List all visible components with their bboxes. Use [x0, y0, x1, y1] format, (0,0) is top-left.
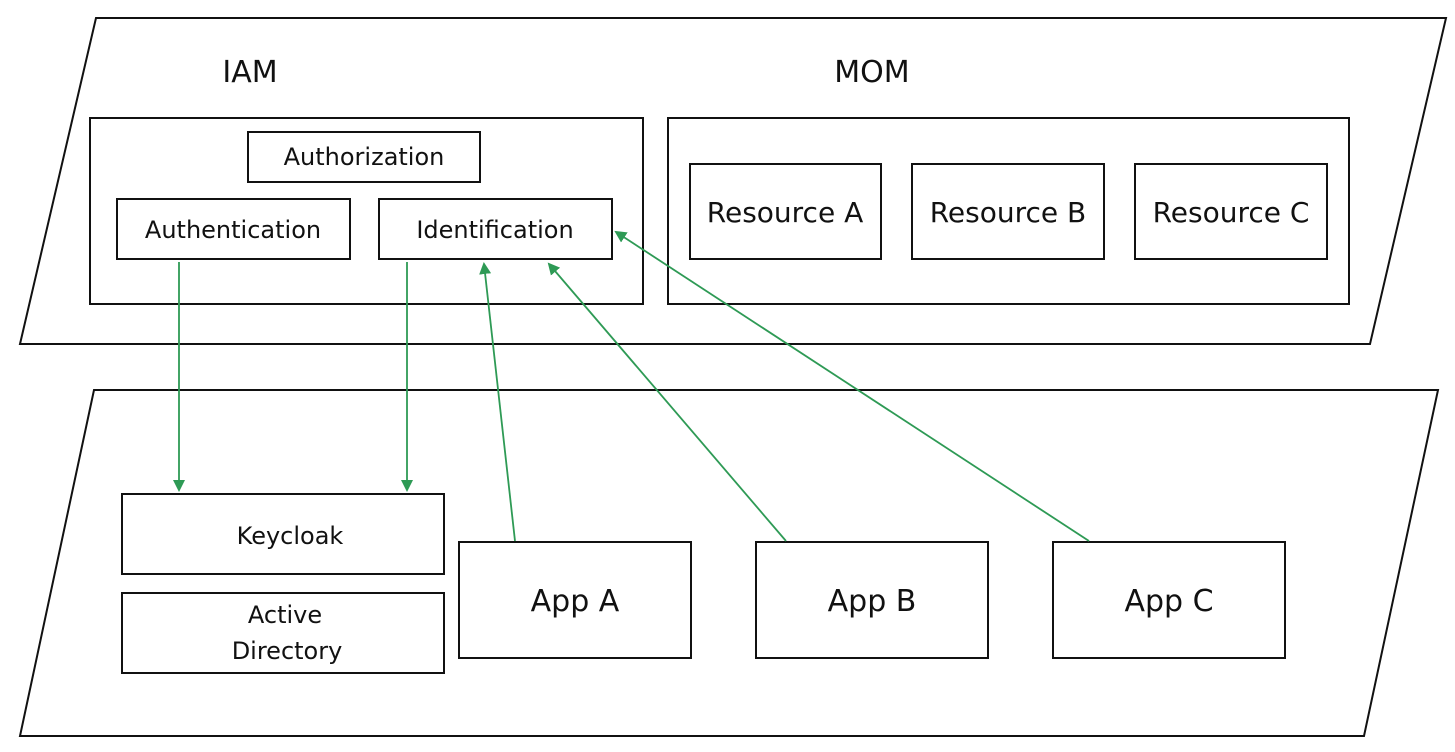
app-b-box: App B — [755, 541, 989, 659]
resource-a-box: Resource A — [689, 163, 882, 260]
arrow-app-c-to-identification — [614, 230, 1090, 542]
resource-a-label: Resource A — [707, 196, 863, 229]
app-c-box: App C — [1052, 541, 1286, 659]
identification-label: Identification — [416, 216, 573, 244]
active-directory-box: Active Directory — [121, 592, 445, 674]
authorization-box: Authorization — [247, 131, 481, 183]
active-directory-label-line1: Active — [248, 601, 322, 629]
authentication-label: Authentication — [145, 216, 321, 244]
resource-c-box: Resource C — [1134, 163, 1328, 260]
authentication-box: Authentication — [116, 198, 351, 260]
active-directory-label-line2: Directory — [232, 637, 343, 665]
app-a-box: App A — [458, 541, 692, 659]
resource-c-label: Resource C — [1153, 196, 1310, 229]
mom-container — [667, 117, 1350, 305]
app-a-label: App A — [531, 584, 620, 619]
authorization-label: Authorization — [284, 143, 445, 171]
iam-container — [89, 117, 644, 305]
app-b-label: App B — [828, 584, 917, 619]
arrow-app-b-to-identification — [547, 262, 787, 542]
resource-b-label: Resource B — [930, 196, 1087, 229]
identification-box: Identification — [378, 198, 613, 260]
mom-title: MOM — [834, 55, 909, 90]
resource-b-box: Resource B — [911, 163, 1105, 260]
iam-title: IAM — [222, 55, 277, 90]
app-c-label: App C — [1124, 584, 1213, 619]
keycloak-label: Keycloak — [237, 522, 344, 550]
keycloak-box: Keycloak — [121, 493, 445, 575]
arrow-app-a-to-identification — [479, 262, 516, 542]
